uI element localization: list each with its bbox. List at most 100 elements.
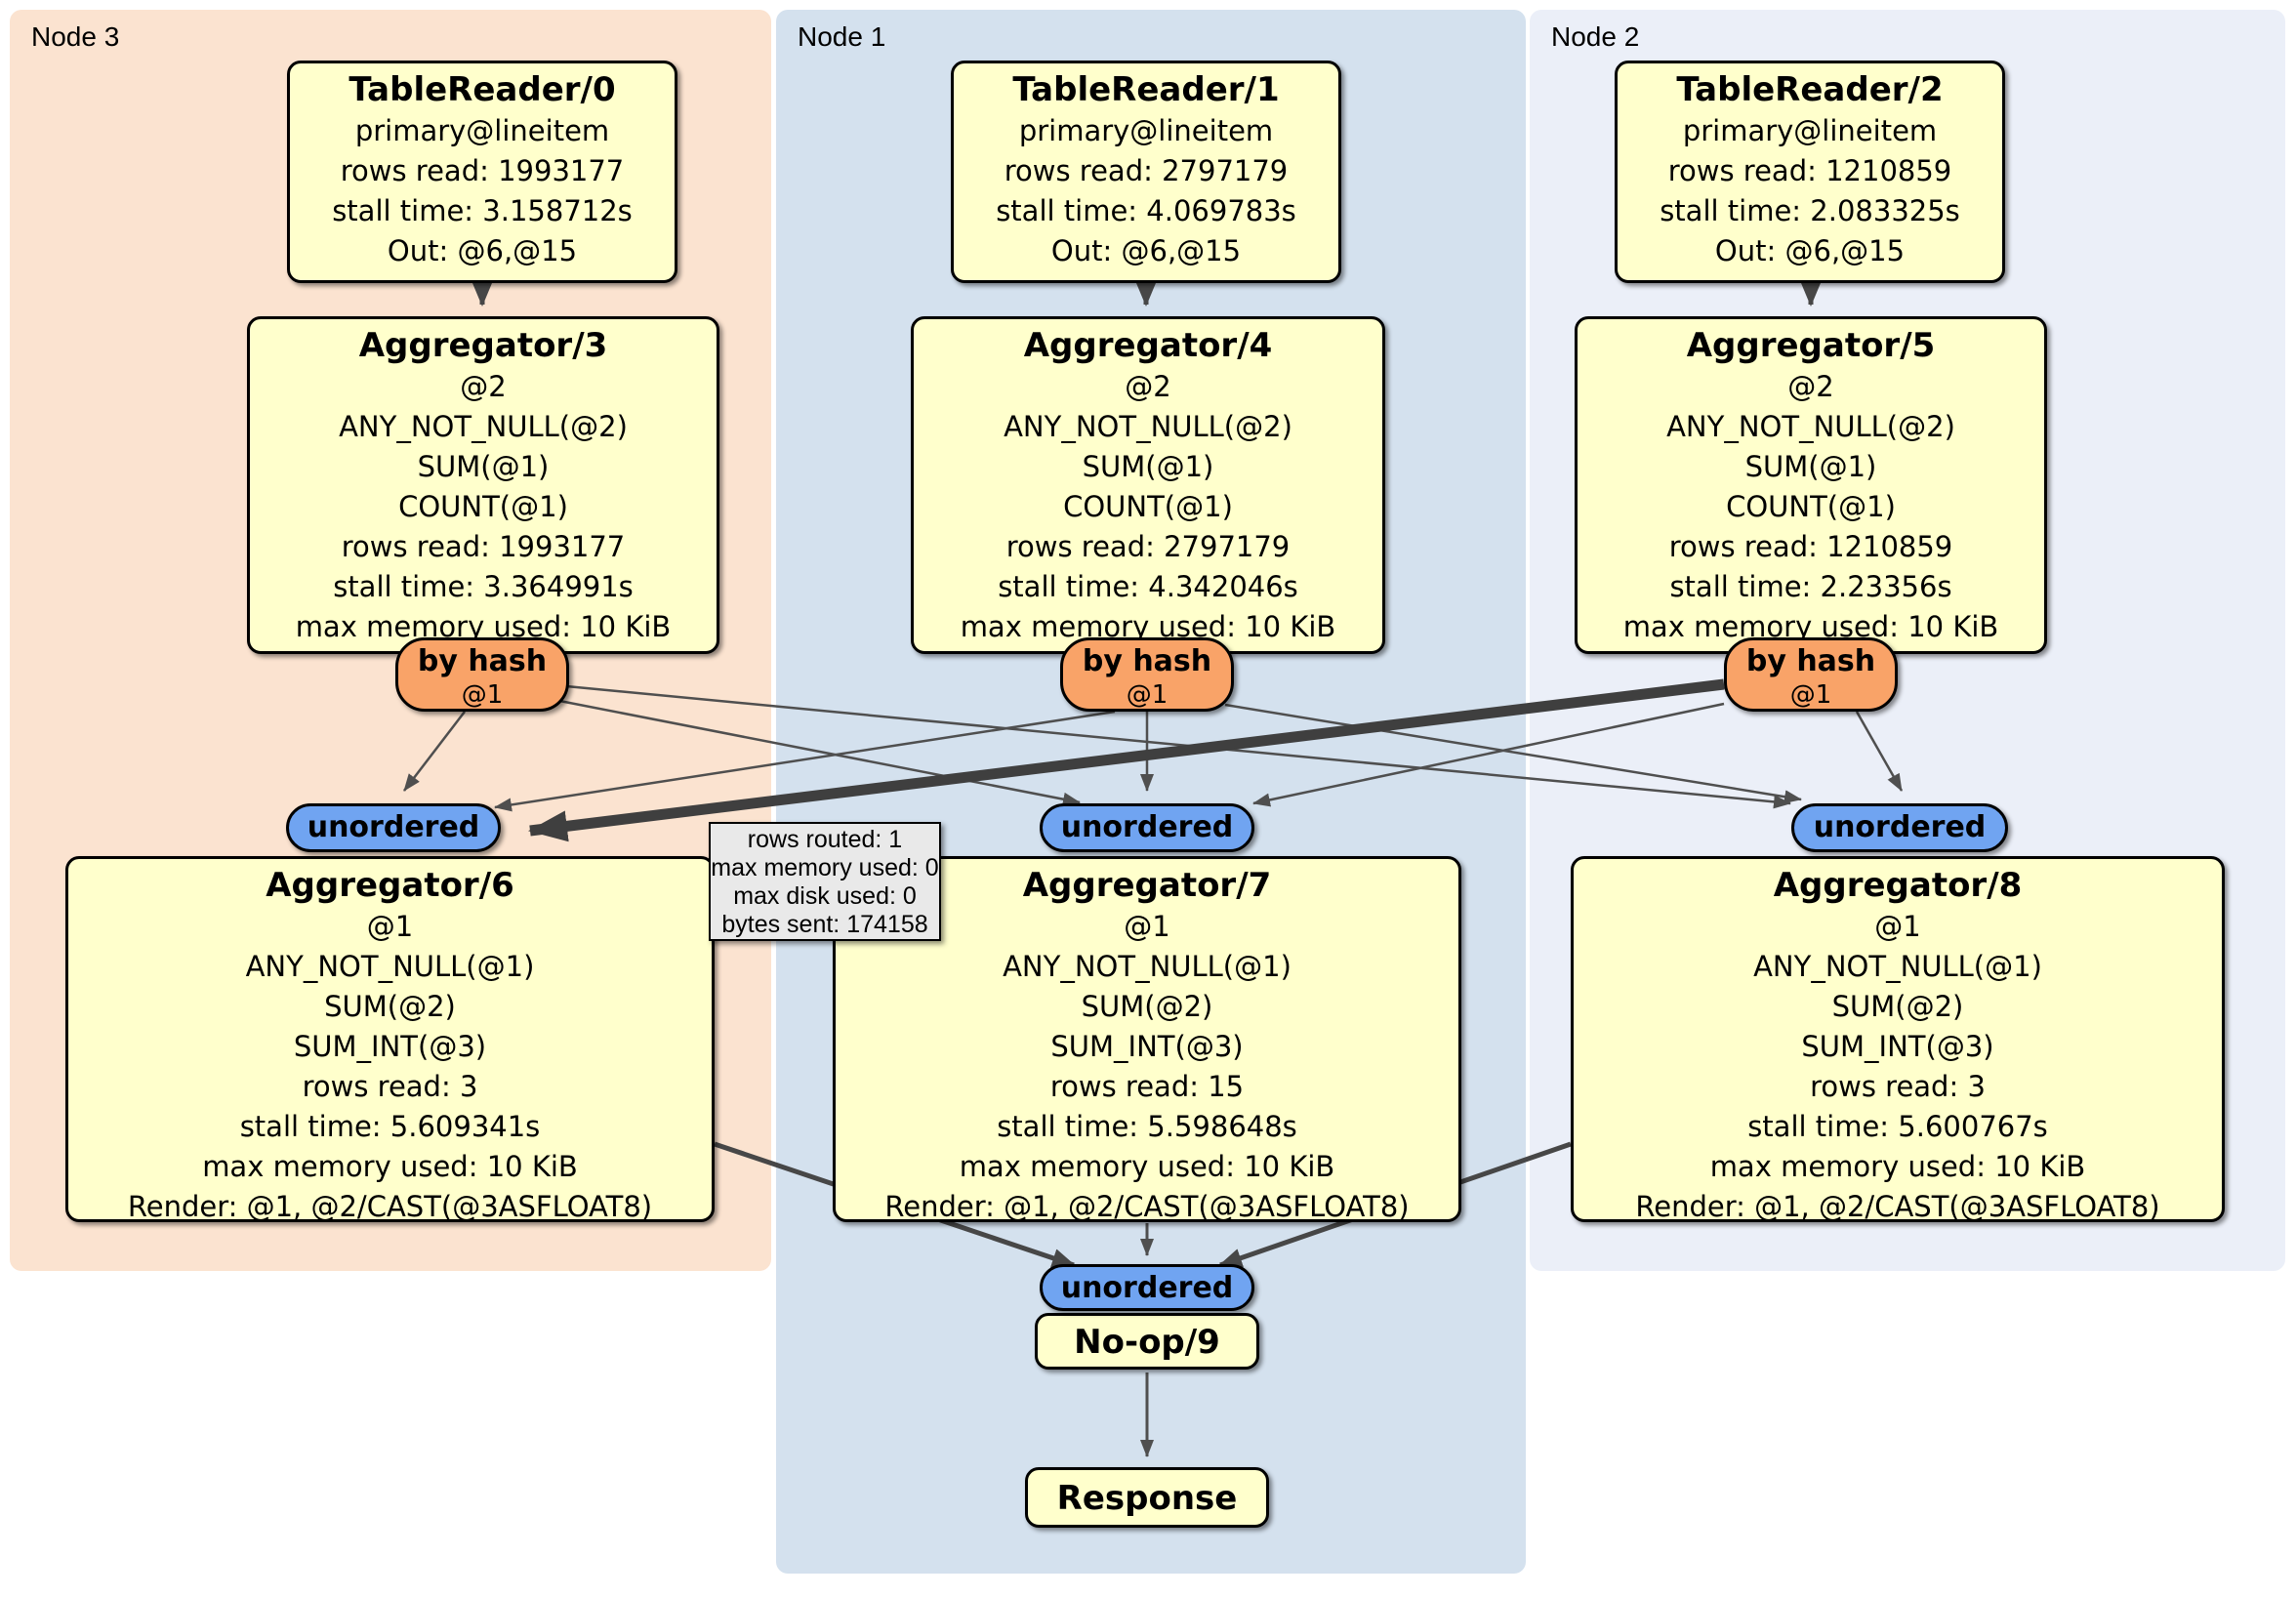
detail-line: ANY_NOT_NULL(@2) xyxy=(1004,410,1292,443)
detail-line: stall time: 5.598648s xyxy=(997,1110,1297,1143)
detail-line: max memory used: 0 xyxy=(711,854,939,881)
detail-line: Out: @6,@15 xyxy=(1714,234,1906,267)
detail-line: max memory used: 10 KiB xyxy=(959,1150,1335,1183)
detail-line: rows read: 3 xyxy=(302,1070,478,1103)
box-noop-9: No-op/9 xyxy=(1035,1313,1259,1370)
detail-line: @1 xyxy=(366,910,414,943)
sync-unordered-final: unordered xyxy=(1040,1264,1254,1311)
region-label-node1: Node 1 xyxy=(798,21,886,52)
detail-line: stall time: 3.364991s xyxy=(333,570,634,603)
detail-line: Render: @1, @2/CAST(@3ASFLOAT8) xyxy=(1635,1190,2160,1223)
detail-line: ANY_NOT_NULL(@1) xyxy=(1003,950,1292,983)
region-label-node3: Node 3 xyxy=(31,21,120,52)
detail-line: COUNT(@1) xyxy=(1063,490,1233,523)
router-key: @1 xyxy=(1126,680,1168,710)
detail-line: SUM(@1) xyxy=(1082,450,1214,483)
detail-line: rows read: 3 xyxy=(1810,1070,1986,1103)
sync-unordered-node2: unordered xyxy=(1791,803,2008,852)
detail-line: max memory used: 10 KiB xyxy=(202,1150,578,1183)
detail-line: @1 xyxy=(1874,910,1921,943)
detail-line: ANY_NOT_NULL(@2) xyxy=(339,410,628,443)
box-title: Aggregator/7 xyxy=(1022,866,1272,905)
box-title: Aggregator/8 xyxy=(1773,866,2023,905)
box-title: TableReader/0 xyxy=(348,70,616,109)
detail-line: Out: @6,@15 xyxy=(387,234,578,267)
detail-line: SUM(@2) xyxy=(324,990,456,1023)
detail-line: @2 xyxy=(460,370,507,403)
detail-line: SUM_INT(@3) xyxy=(293,1030,487,1063)
box-details: primary@lineitem rows read: 1993177 stall … xyxy=(290,111,675,271)
detail-line: stall time: 4.342046s xyxy=(998,570,1298,603)
detail-line: ANY_NOT_NULL(@1) xyxy=(245,950,535,983)
detail-line: max disk used: 0 xyxy=(733,882,917,910)
detail-line: @2 xyxy=(1125,370,1171,403)
detail-line: stall time: 2.083325s xyxy=(1660,194,1960,227)
detail-line: stall time: 4.069783s xyxy=(996,194,1296,227)
box-details: primary@lineitem rows read: 2797179 stall … xyxy=(954,111,1338,271)
detail-line: rows routed: 1 xyxy=(747,826,903,853)
box-tablereader-0: TableReader/0 primary@lineitem rows read:… xyxy=(287,61,677,283)
box-title: Response xyxy=(1056,1479,1238,1518)
router-label: by hash xyxy=(417,644,548,678)
router-key: @1 xyxy=(1789,680,1832,710)
detail-line: SUM_INT(@3) xyxy=(1050,1030,1244,1063)
detail-line: COUNT(@1) xyxy=(1726,490,1896,523)
detail-line: SUM_INT(@3) xyxy=(1801,1030,1994,1063)
box-title: Aggregator/4 xyxy=(1023,326,1273,365)
detail-line: COUNT(@1) xyxy=(398,490,568,523)
router-by-hash-node3: by hash @1 xyxy=(395,637,569,712)
detail-line: rows read: 1993177 xyxy=(341,530,626,563)
sync-unordered-node3: unordered xyxy=(286,803,501,852)
box-title: Aggregator/5 xyxy=(1686,326,1936,365)
detail-line: stall time: 2.23356s xyxy=(1669,570,1952,603)
detail-line: primary@lineitem xyxy=(354,114,610,147)
detail-line: rows read: 1993177 xyxy=(340,154,625,187)
detail-line: primary@lineitem xyxy=(1682,114,1938,147)
detail-line: ANY_NOT_NULL(@2) xyxy=(1666,410,1955,443)
detail-line: stall time: 5.609341s xyxy=(239,1110,541,1143)
router-by-hash-node2: by hash @1 xyxy=(1724,637,1898,712)
region-label-node2: Node 2 xyxy=(1551,21,1640,52)
detail-line: rows read: 2797179 xyxy=(1004,154,1289,187)
box-title: No-op/9 xyxy=(1074,1323,1220,1362)
router-label: by hash xyxy=(1082,644,1212,678)
detail-line: rows read: 1210859 xyxy=(1667,154,1952,187)
box-title: TableReader/2 xyxy=(1676,70,1944,109)
detail-line: Render: @1, @2/CAST(@3ASFLOAT8) xyxy=(884,1190,1410,1223)
detail-line: rows read: 15 xyxy=(1049,1070,1245,1103)
detail-line: ANY_NOT_NULL(@1) xyxy=(1753,950,2042,983)
box-title: Aggregator/3 xyxy=(358,326,608,365)
detail-line: stall time: 5.600767s xyxy=(1747,1110,2048,1143)
router-label: by hash xyxy=(1745,644,1876,678)
detail-line: Render: @1, @2/CAST(@3ASFLOAT8) xyxy=(127,1190,653,1223)
detail-line: max memory used: 10 KiB xyxy=(1709,1150,2086,1183)
detail-line: SUM(@1) xyxy=(1744,450,1877,483)
box-response: Response xyxy=(1025,1467,1269,1528)
detail-line: stall time: 3.158712s xyxy=(332,194,633,227)
detail-line: @1 xyxy=(1124,910,1170,943)
detail-line: @2 xyxy=(1787,370,1834,403)
detail-line: SUM(@1) xyxy=(417,450,550,483)
box-title: TableReader/1 xyxy=(1012,70,1280,109)
detail-line: SUM(@2) xyxy=(1081,990,1213,1023)
router-by-hash-node1: by hash @1 xyxy=(1060,637,1234,712)
detail-line: bytes sent: 174158 xyxy=(721,911,928,938)
box-tablereader-2: TableReader/2 primary@lineitem rows read:… xyxy=(1615,61,2005,283)
detail-line: primary@lineitem xyxy=(1018,114,1274,147)
box-tablereader-1: TableReader/1 primary@lineitem rows read:… xyxy=(951,61,1341,283)
router-key: @1 xyxy=(461,680,504,710)
sync-unordered-node1: unordered xyxy=(1040,803,1254,852)
detail-line: SUM(@2) xyxy=(1831,990,1964,1023)
